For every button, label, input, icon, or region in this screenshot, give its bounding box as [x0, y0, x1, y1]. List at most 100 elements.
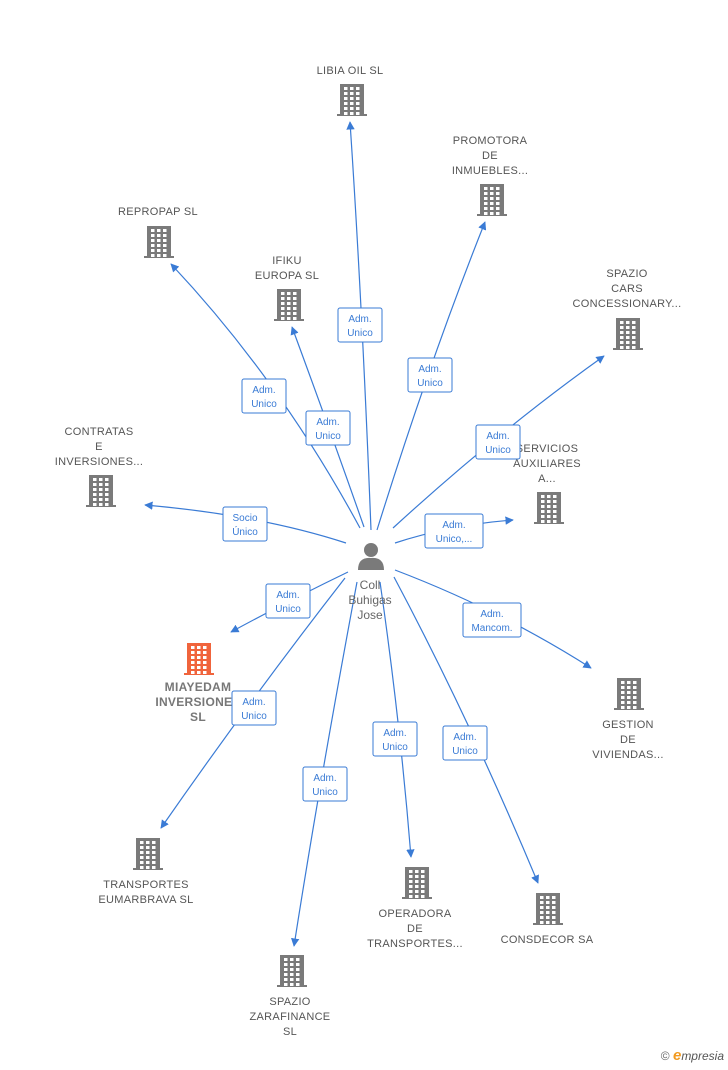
building-window — [632, 331, 636, 334]
label-line: LIBIA OIL SL — [317, 65, 384, 77]
label-line: IFIKU — [272, 255, 302, 267]
edge-consdecor — [393, 576, 539, 884]
building-window — [287, 317, 291, 320]
label-line: EUMARBRAVA SL — [98, 894, 193, 906]
relation-label-miayedam[interactable]: Adm.Unico — [265, 583, 311, 619]
relation-label-promotora[interactable]: Adm.Unico — [407, 357, 453, 393]
building-window — [620, 341, 624, 344]
relation-label-spazio_zara[interactable]: Adm.Unico — [302, 766, 348, 802]
relation-label-gestion[interactable]: Adm.Mancom. — [462, 602, 522, 638]
label-line: CONSDECOR SA — [501, 934, 594, 946]
building-window — [552, 901, 556, 904]
building-icon-promotora[interactable] — [477, 184, 507, 216]
building-window — [350, 112, 354, 115]
building-window — [632, 346, 636, 349]
relation-label-consdecor[interactable]: Adm. Unico — [442, 725, 488, 761]
label-line: DE — [620, 734, 636, 746]
building-window — [290, 963, 294, 966]
building-window — [350, 97, 354, 100]
building-window — [553, 495, 557, 498]
relation-line: Adm. — [252, 385, 275, 396]
label-line: SL — [283, 1026, 297, 1038]
building-window — [296, 973, 300, 976]
relation-label-spazio_cars[interactable]: Adm.Unico — [475, 424, 521, 460]
relation-label-transportes[interactable]: Adm.Unico — [231, 690, 277, 726]
building-window — [140, 866, 144, 869]
building-window — [621, 691, 625, 694]
building-window — [281, 307, 285, 310]
building-icon-ifiku[interactable] — [274, 289, 304, 321]
building-window — [409, 890, 413, 893]
building-icon-operadora[interactable] — [402, 867, 432, 899]
building-window — [552, 906, 556, 909]
relation-line: Adm. — [453, 732, 476, 743]
building-window — [496, 192, 500, 195]
label-line: CONCESSIONARY... — [573, 298, 682, 310]
building-window — [157, 239, 161, 242]
building-window — [356, 107, 360, 110]
edge-spazio_zara — [291, 581, 358, 947]
building-window — [281, 297, 285, 300]
building-icon-consdecor[interactable] — [533, 893, 563, 925]
building-window — [547, 510, 551, 513]
label-line: REPROPAP SL — [118, 206, 198, 218]
building-window — [344, 97, 348, 100]
building-window — [105, 493, 109, 496]
building-icon-gestion[interactable] — [614, 678, 644, 710]
building-icon-transportes[interactable] — [133, 838, 163, 870]
relation-label-servicios[interactable]: Adm.Unico,... — [424, 513, 484, 549]
relation-text: Adm.Unico — [347, 314, 373, 339]
building-window — [157, 229, 161, 232]
building-icon-contratas[interactable] — [86, 475, 116, 507]
label-line: GESTION — [602, 719, 654, 731]
edge-operadora — [379, 581, 415, 858]
building-window — [163, 229, 167, 232]
building-window — [152, 851, 156, 854]
building-window — [293, 292, 297, 295]
relation-line: Unico,... — [436, 534, 473, 545]
brand-name: mpresia — [681, 1049, 724, 1063]
building-icon-libia[interactable] — [337, 84, 367, 116]
building-window — [496, 212, 500, 215]
relation-label-ifiku[interactable]: Adm.Unico — [305, 410, 351, 446]
label-line: CARS — [611, 283, 643, 295]
relation-text: Adm.Unico — [241, 697, 267, 722]
building-window — [552, 911, 556, 914]
relation-line: Adm. — [316, 417, 339, 428]
building-window — [421, 880, 425, 883]
label-line: DE — [482, 150, 498, 162]
building-window — [93, 483, 97, 486]
building-icon-spazio_zara[interactable] — [277, 955, 307, 987]
label-line: DE — [407, 923, 423, 935]
building-window — [93, 498, 97, 501]
building-icon-spazio_cars[interactable] — [613, 318, 643, 350]
building-icon-repropap[interactable] — [144, 226, 174, 258]
building-window — [152, 856, 156, 859]
building-window — [620, 321, 624, 324]
building-icon-servicios[interactable] — [534, 492, 564, 524]
building-window — [415, 885, 419, 888]
building-icon-miayedam[interactable] — [184, 643, 214, 675]
relation-line: Unico — [452, 746, 478, 757]
building-window — [627, 681, 631, 684]
relation-line: Unico — [347, 328, 373, 339]
relation-label-operadora[interactable]: Adm.Unico — [372, 721, 418, 757]
building-window — [547, 515, 551, 518]
person-icon — [358, 543, 384, 570]
label-line: SL — [190, 710, 206, 724]
relation-label-libia[interactable]: Adm.Unico — [337, 307, 383, 343]
relation-label-repropap[interactable]: Adm.Unico — [241, 378, 287, 414]
building-window — [140, 856, 144, 859]
relation-box — [265, 583, 311, 619]
building-window — [540, 896, 544, 899]
building-window — [290, 973, 294, 976]
building-window — [203, 651, 207, 654]
